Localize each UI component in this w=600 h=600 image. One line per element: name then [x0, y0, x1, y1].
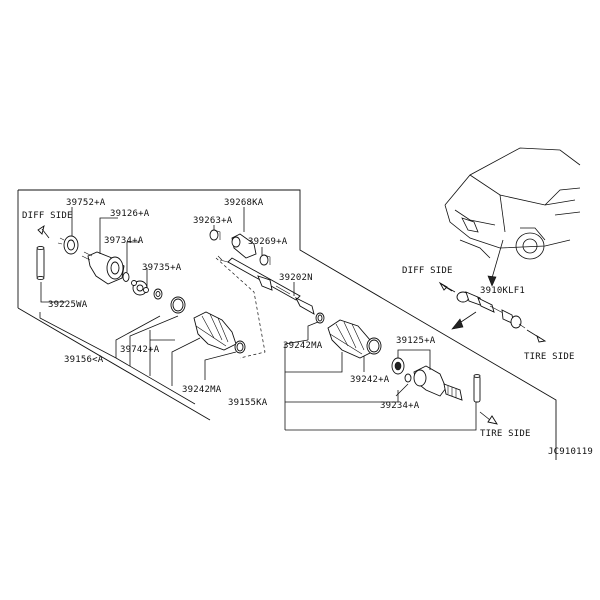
label-39242a: 39242+A	[350, 375, 390, 385]
part-39242ma-band-left	[234, 340, 246, 354]
part-39202n-shaft	[217, 255, 315, 315]
part-boot-left	[193, 311, 237, 351]
tire-side-arrow-bottom	[487, 415, 498, 425]
label-39225wa: 39225WA	[48, 300, 88, 310]
part-39735a-snap-ring	[153, 288, 163, 300]
vehicle-pointer-arrow	[487, 275, 497, 287]
label-39752a: 39752+A	[66, 198, 106, 208]
label-39735a: 39735+A	[142, 263, 182, 273]
assembled-shaft-illustration	[456, 291, 526, 329]
part-39742a-band	[170, 296, 186, 314]
part-39269a-clip	[259, 254, 271, 266]
tire-side-arrow-right-shaft	[526, 329, 541, 339]
label-39155ka: 39155KA	[228, 398, 268, 408]
label-tire-side-right: TIRE SIDE	[524, 352, 575, 362]
label-diff-side-left: DIFF SIDE	[22, 211, 73, 221]
diff-side-arrow-right-shaft	[440, 283, 456, 293]
assembly-frame	[18, 189, 557, 460]
label-39242ma-left: 39242MA	[182, 385, 222, 395]
label-39268ka: 39268KA	[224, 198, 264, 208]
leader-lines	[39, 207, 477, 431]
part-outer-joint-housing	[413, 365, 463, 401]
label-39126a: 39126+A	[110, 209, 150, 219]
part-outer-tool	[473, 374, 481, 403]
part-39242ma-band-mid	[315, 312, 325, 324]
label-tire-side-bottom: TIRE SIDE	[480, 429, 531, 439]
label-39734a: 39734+A	[104, 236, 144, 246]
part-39734a-ring	[122, 272, 130, 282]
label-39202n: 39202N	[279, 273, 313, 283]
label-39742a: 39742+A	[120, 345, 160, 355]
diagram-code: JC910119	[548, 447, 593, 457]
vehicle-pointer-line	[491, 239, 504, 279]
part-39268ka-damper	[231, 233, 257, 259]
label-39156a: 39156<A	[64, 355, 104, 365]
label-39242ma-mid: 39242MA	[283, 341, 323, 351]
diff-side-arrow-left-shaft	[41, 228, 50, 239]
label-39234a: 39234+A	[380, 401, 420, 411]
label-39269a: 39269+A	[248, 237, 288, 247]
part-tripod-joint	[131, 280, 149, 296]
part-39225wa	[36, 245, 45, 281]
label-39125a: 39125+A	[396, 336, 436, 346]
label-3910klf1: 3910KLF1	[480, 286, 525, 296]
assembly-frame-lower	[17, 307, 211, 421]
part-39752a-seal	[57, 235, 79, 255]
part-39263a-clip	[209, 229, 221, 241]
vehicle-illustration	[444, 147, 581, 260]
label-diff-side-right: DIFF SIDE	[402, 266, 453, 276]
label-39263a: 39263+A	[193, 216, 233, 226]
part-39234a-ring	[404, 373, 412, 383]
part-39242a-band-right	[366, 337, 382, 355]
exploded-pointer-arrow	[451, 318, 464, 330]
tire-side-arrow-bottom-shaft	[479, 411, 491, 421]
part-39125a-joint	[391, 357, 405, 375]
part-boot-right	[327, 319, 373, 359]
part-39126a-housing	[81, 251, 125, 285]
